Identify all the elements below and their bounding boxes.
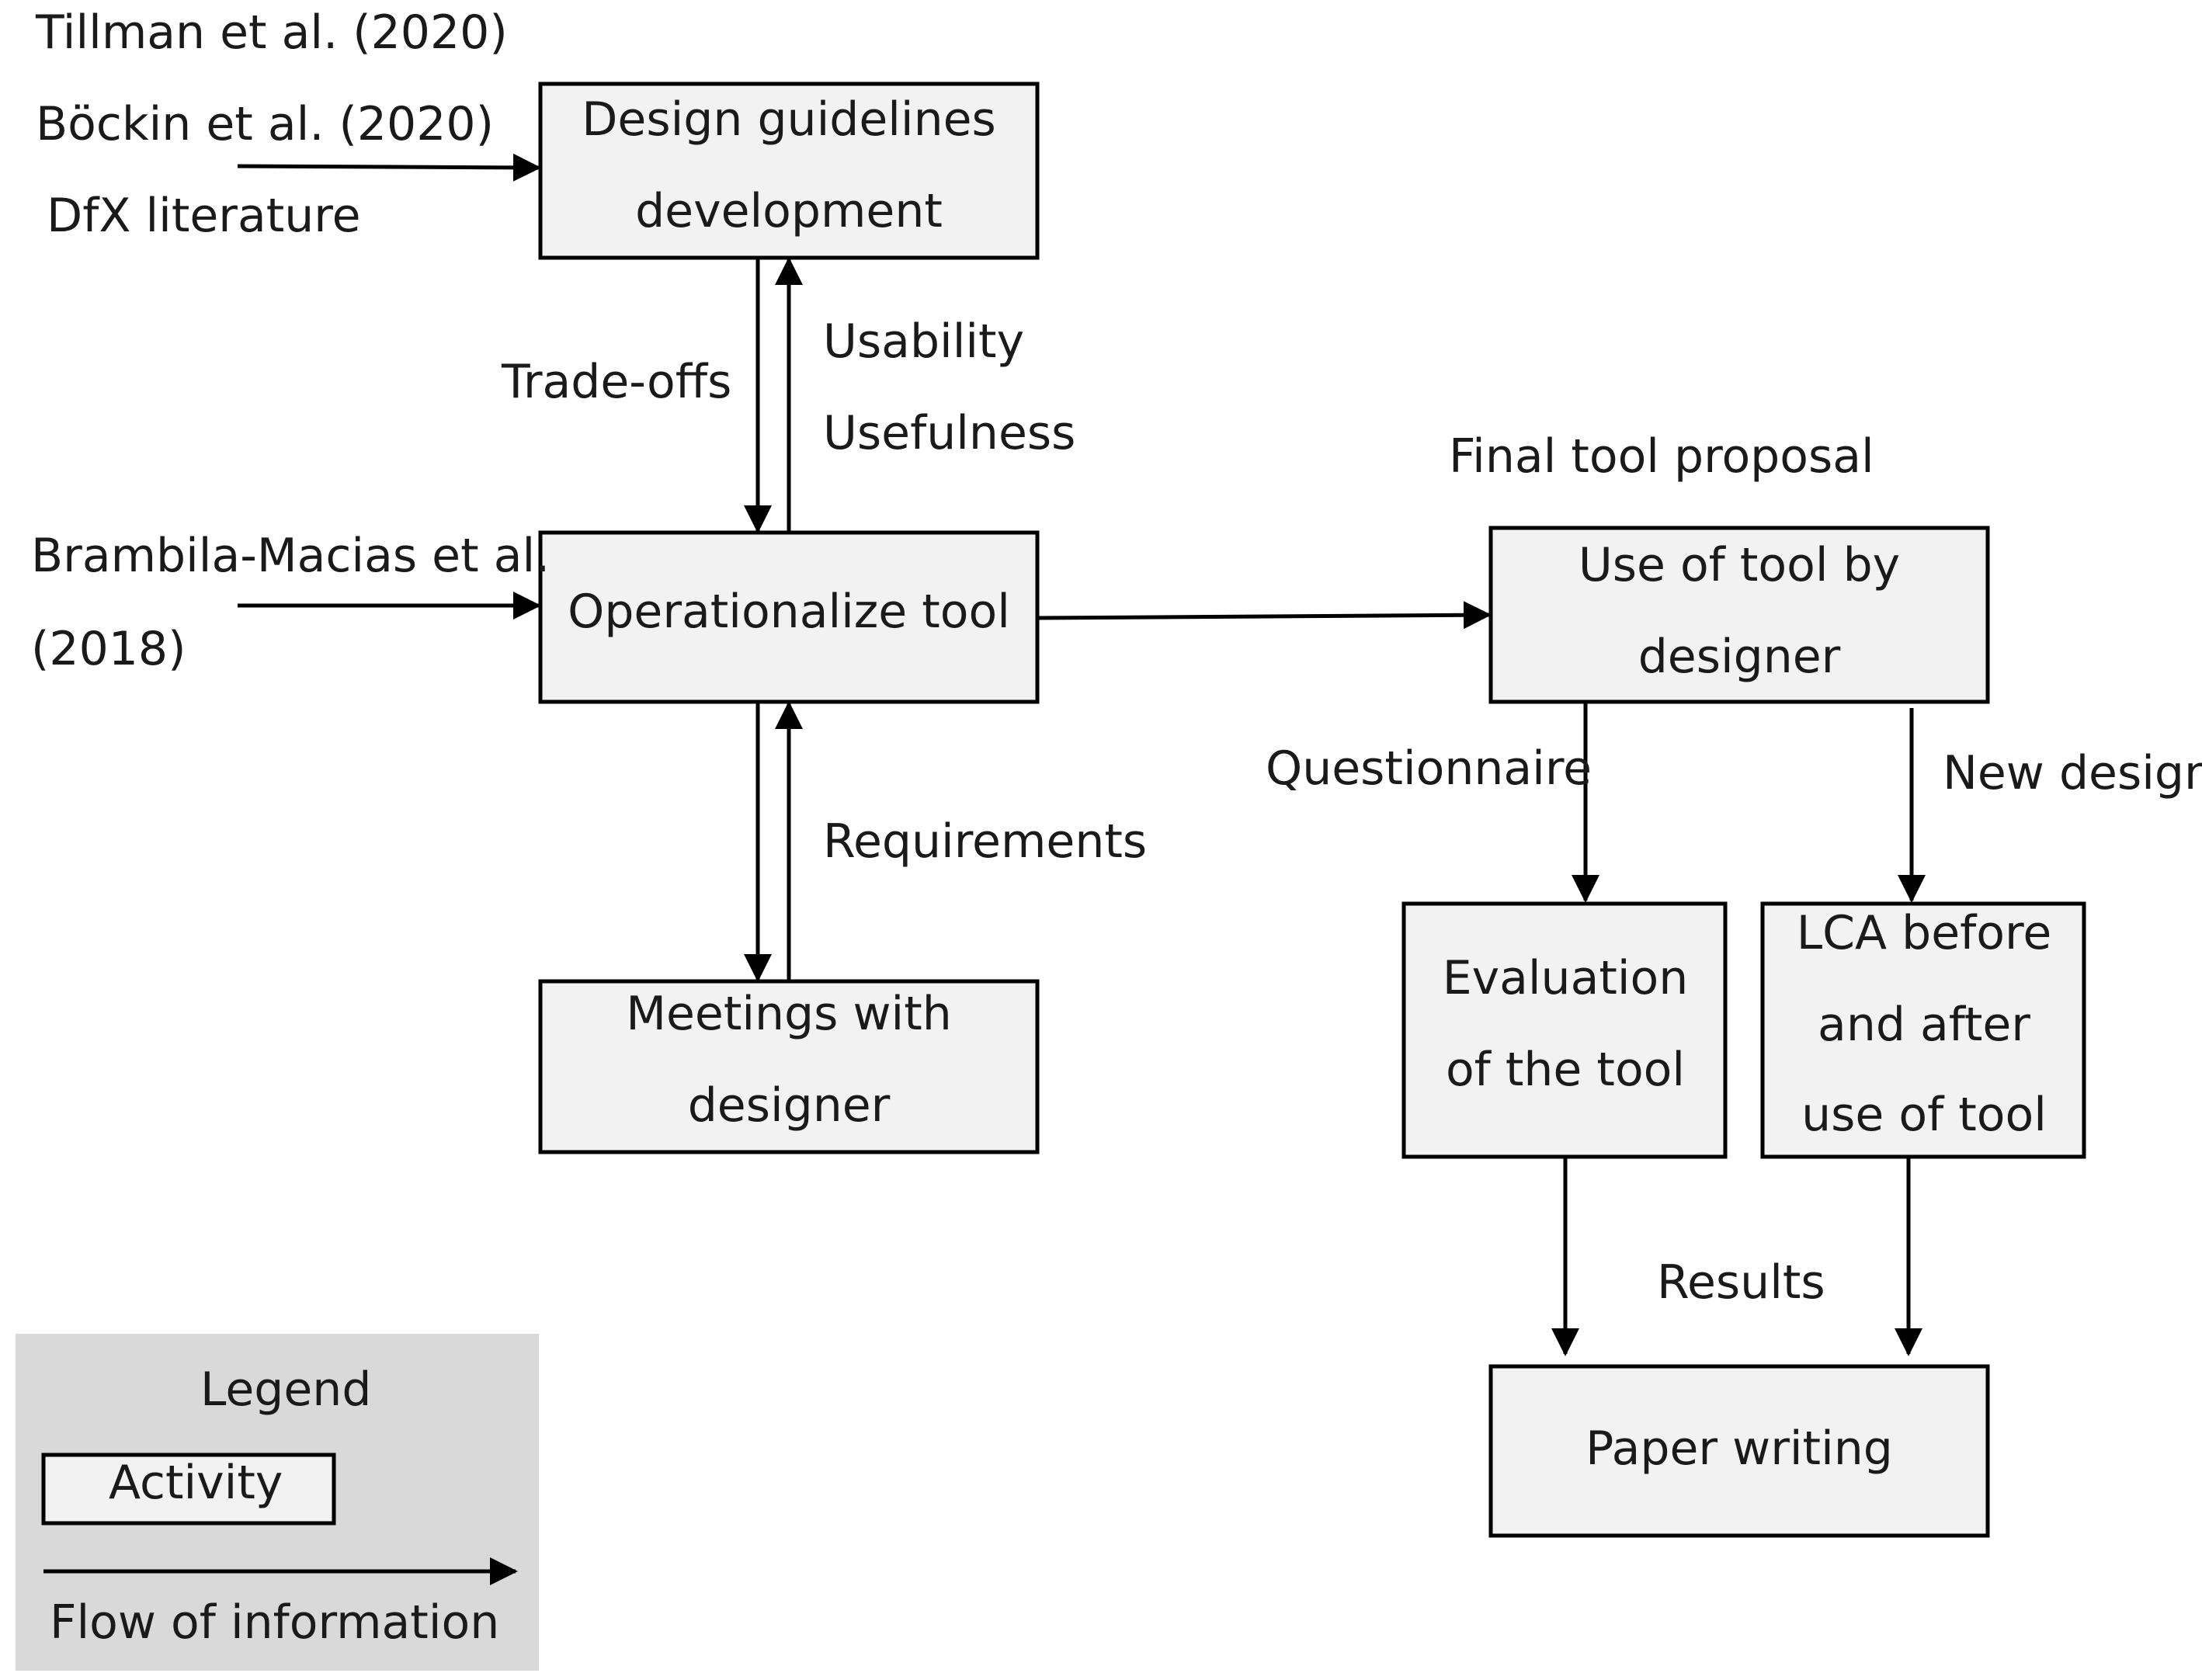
paper-writing-box (1488, 1364, 1990, 1538)
legend-title: Legend (200, 1362, 371, 1417)
evaluation-label-2: of the tool (1446, 1043, 1685, 1097)
use-of-tool-box (1488, 526, 1990, 704)
requirements-label: Requirements (823, 814, 1147, 869)
new-design-label: New design (1943, 746, 2202, 800)
evaluation-label-1: Evaluation (1443, 951, 1689, 1005)
final-tool-proposal-label: Final tool proposal (1449, 429, 1874, 484)
meetings-label-1: Meetings with (626, 987, 952, 1041)
results-label: Results (1657, 1255, 1825, 1310)
trade-offs-label: Trade-offs (501, 355, 731, 409)
operationalize-tool-label: Operationalize tool (568, 585, 1010, 639)
source-brambila-line1: Brambila-Macias et al. (31, 529, 550, 583)
source-bockin: Böckin et al. (2020) (36, 97, 494, 151)
legend-activity-box (41, 1453, 336, 1526)
lca-label-3: use of tool (1801, 1088, 2047, 1142)
lca-box (1760, 901, 2086, 1159)
usefulness-label: Usefulness (823, 406, 1075, 460)
usability-label: Usability (823, 314, 1024, 369)
source-tillman: Tillman et al. (2020) (35, 5, 508, 60)
design-guidelines-box (538, 82, 1040, 260)
sources-to-guidelines-arrow (237, 153, 541, 182)
source-brambila-line2: (2018) (31, 622, 186, 676)
questionnaire-label: Questionnaire (1266, 741, 1592, 796)
use-of-tool-label-1: Use of tool by (1579, 538, 1900, 592)
meetings-box (538, 979, 1040, 1154)
lca-label-1: LCA before (1797, 906, 2052, 960)
design-guidelines-label-1: Design guidelines (582, 92, 996, 147)
design-guidelines-label-2: development (635, 184, 943, 238)
final-tool-proposal-arrow (1037, 601, 1492, 630)
use-of-tool-label-2: designer (1638, 630, 1841, 684)
legend-activity-label: Activity (109, 1456, 283, 1510)
lca-label-2: and after (1818, 998, 2030, 1052)
evaluation-box (1401, 901, 1728, 1159)
paper-writing-label: Paper writing (1586, 1421, 1893, 1476)
legend-flow-label: Flow of information (50, 1595, 499, 1650)
source-dfx: DfX literature (47, 189, 361, 243)
meetings-label-2: designer (688, 1078, 891, 1133)
